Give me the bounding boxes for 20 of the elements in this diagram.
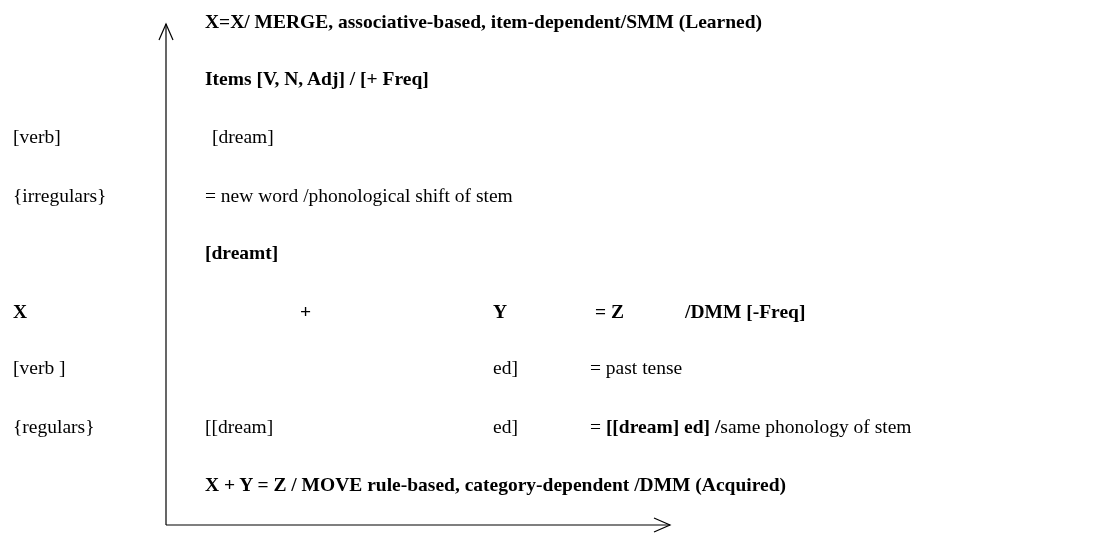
heading-text: Items [V, N, Adj] / [+ Freq] (205, 67, 429, 91)
formula-term: Y (493, 300, 508, 324)
example-text: [dream] (212, 125, 274, 149)
formula-term: = Z (595, 300, 624, 324)
heading-text: X + Y = Z / MOVE rule-based, category-dependent /DMM (Acquired) (205, 473, 786, 497)
description-text: = new word /phonological shift of stem (205, 184, 513, 208)
example-text: [dreamt] (205, 241, 279, 265)
formula-term: X (13, 300, 28, 324)
row-label: {irregulars} (13, 184, 107, 208)
example-text: ed] (493, 356, 518, 380)
example-text: [[dream] (205, 415, 274, 439)
description-text: = [[dream] ed] /same phonology of stem (590, 415, 912, 439)
row-label: {regulars} (13, 415, 95, 439)
example-text: ed] (493, 415, 518, 439)
formula-term: + (300, 300, 312, 324)
row-label: [verb ] (13, 356, 66, 380)
row-label: [verb] (13, 125, 61, 149)
formula-text: /DMM [-Freq] (685, 300, 806, 324)
heading-text: X=X/ MERGE, associative-based, item-dependent/SMM (Learned) (205, 10, 763, 34)
description-text: = past tense (590, 356, 683, 380)
